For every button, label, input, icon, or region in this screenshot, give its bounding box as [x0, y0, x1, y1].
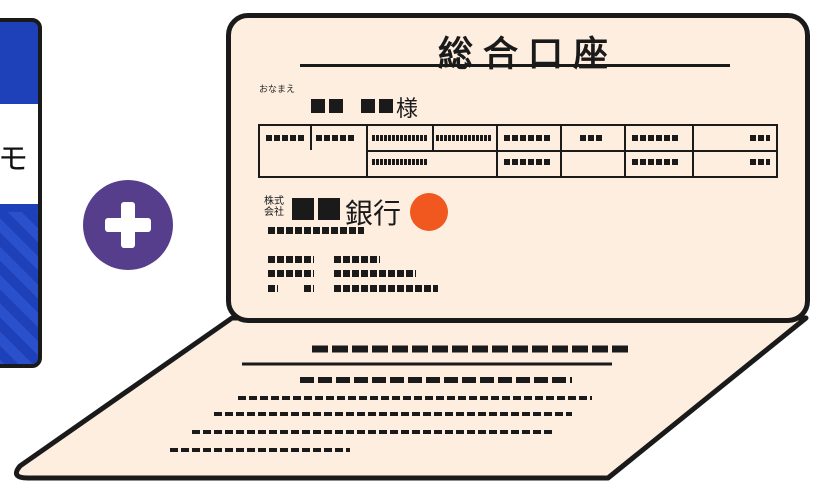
account-number-table: [258, 124, 778, 178]
masked-address: [268, 285, 278, 292]
masked-address: [304, 285, 314, 292]
plus-icon: [83, 180, 173, 270]
masked-address: [334, 285, 438, 292]
masked-name-char: [329, 99, 343, 113]
masked-digits: [632, 135, 678, 141]
name-suffix: 様: [396, 97, 419, 122]
card-pattern: [0, 212, 38, 364]
masked-name-char: [311, 99, 325, 113]
masked-digits: [266, 135, 304, 141]
bank-name-suffix: 銀行: [345, 197, 402, 230]
card-glyph: モ: [0, 142, 28, 177]
masked-branch: [268, 227, 364, 234]
title-underline: [300, 64, 730, 67]
name-caption: おなまえ: [259, 85, 296, 95]
masked-digits: [580, 135, 604, 141]
masked-digits: [436, 135, 492, 141]
bottom-page-text-lines: [170, 345, 632, 452]
masked-digits: [504, 135, 550, 141]
company-label: 株式 会社: [264, 196, 284, 218]
passbook-title: 総合口座: [438, 35, 619, 75]
masked-address: [268, 256, 314, 263]
masked-digits: [372, 135, 428, 141]
masked-address: [334, 270, 416, 277]
masked-digits: [372, 159, 428, 165]
masked-name-char: [361, 99, 375, 113]
masked-bank-char: [292, 198, 314, 220]
masked-name-char: [379, 99, 393, 113]
seal-stamp: [410, 193, 448, 231]
masked-digits: [316, 135, 354, 141]
cash-card: モ: [0, 18, 42, 368]
masked-bank-char: [318, 198, 340, 220]
masked-digits: [750, 135, 770, 141]
masked-digits: [632, 159, 678, 165]
card-stripe: [0, 104, 38, 204]
masked-digits: [504, 159, 550, 165]
masked-digits: [750, 159, 770, 165]
masked-address: [334, 256, 380, 263]
masked-address: [268, 270, 314, 277]
